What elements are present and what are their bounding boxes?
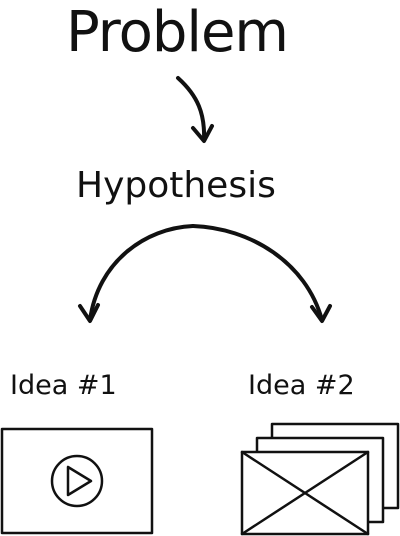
hypothesis-label: Hypothesis [76,165,276,206]
idea-2-label: Idea #2 [248,370,355,401]
video-play-icon [0,427,154,535]
image-stack-icon [240,422,400,536]
idea-1-label: Idea #1 [10,370,117,401]
arrow-problem-to-hypothesis [176,76,214,143]
arrow-hypothesis-to-ideas [78,224,332,323]
problem-label: Problem [66,0,289,65]
